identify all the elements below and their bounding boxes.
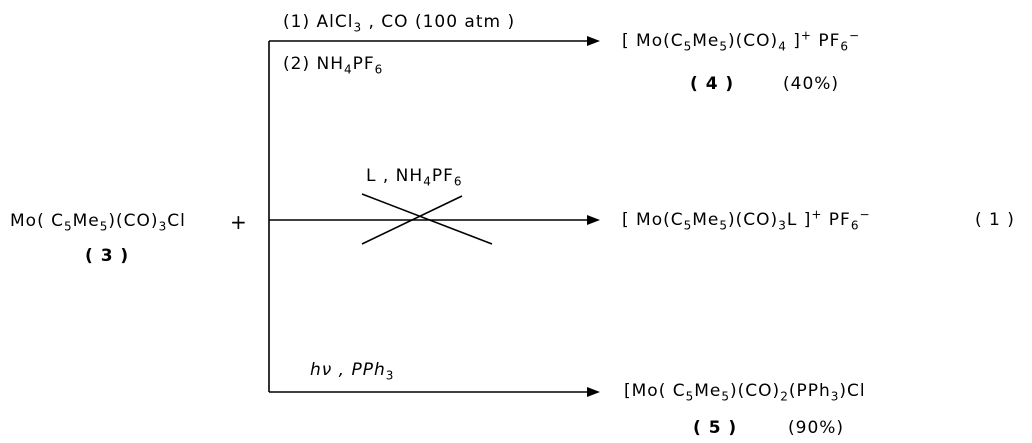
middle-reagents: L , NH4PF6 (366, 166, 463, 189)
plus-sign: + (230, 210, 248, 234)
top-arrow-head (587, 36, 600, 46)
equation-number: ( 1 ) (975, 210, 1015, 230)
top-condition-1: (1) AlCl3 , CO (100 atm ) (283, 12, 516, 35)
cross-stroke-2 (361, 195, 463, 245)
bottom-product-formula: [Mo( C5Me5)(CO)2(PPh3)Cl (624, 381, 866, 404)
top-product-yield: (40%) (783, 74, 840, 94)
cross-stroke-1 (361, 193, 493, 245)
bottom-product-number: ( 5 ) (693, 418, 738, 438)
middle-product-formula: [ Mo(C5Me5)(CO)3L ]+ PF6− (622, 207, 871, 233)
top-product-number: ( 4 ) (690, 74, 735, 94)
reactant-formula: Mo( C5Me5)(CO)3Cl (10, 211, 186, 234)
bottom-condition: hν , PPh3 (310, 360, 395, 383)
top-condition-2: (2) NH4PF6 (283, 54, 384, 77)
top-product-formula: [ Mo(C5Me5)(CO)4 ]+ PF6− (622, 28, 861, 54)
bottom-arrow-head (587, 387, 600, 397)
reactant-number: ( 3 ) (85, 246, 130, 266)
middle-arrow-head (587, 215, 600, 225)
bottom-product-yield: (90%) (788, 418, 845, 438)
